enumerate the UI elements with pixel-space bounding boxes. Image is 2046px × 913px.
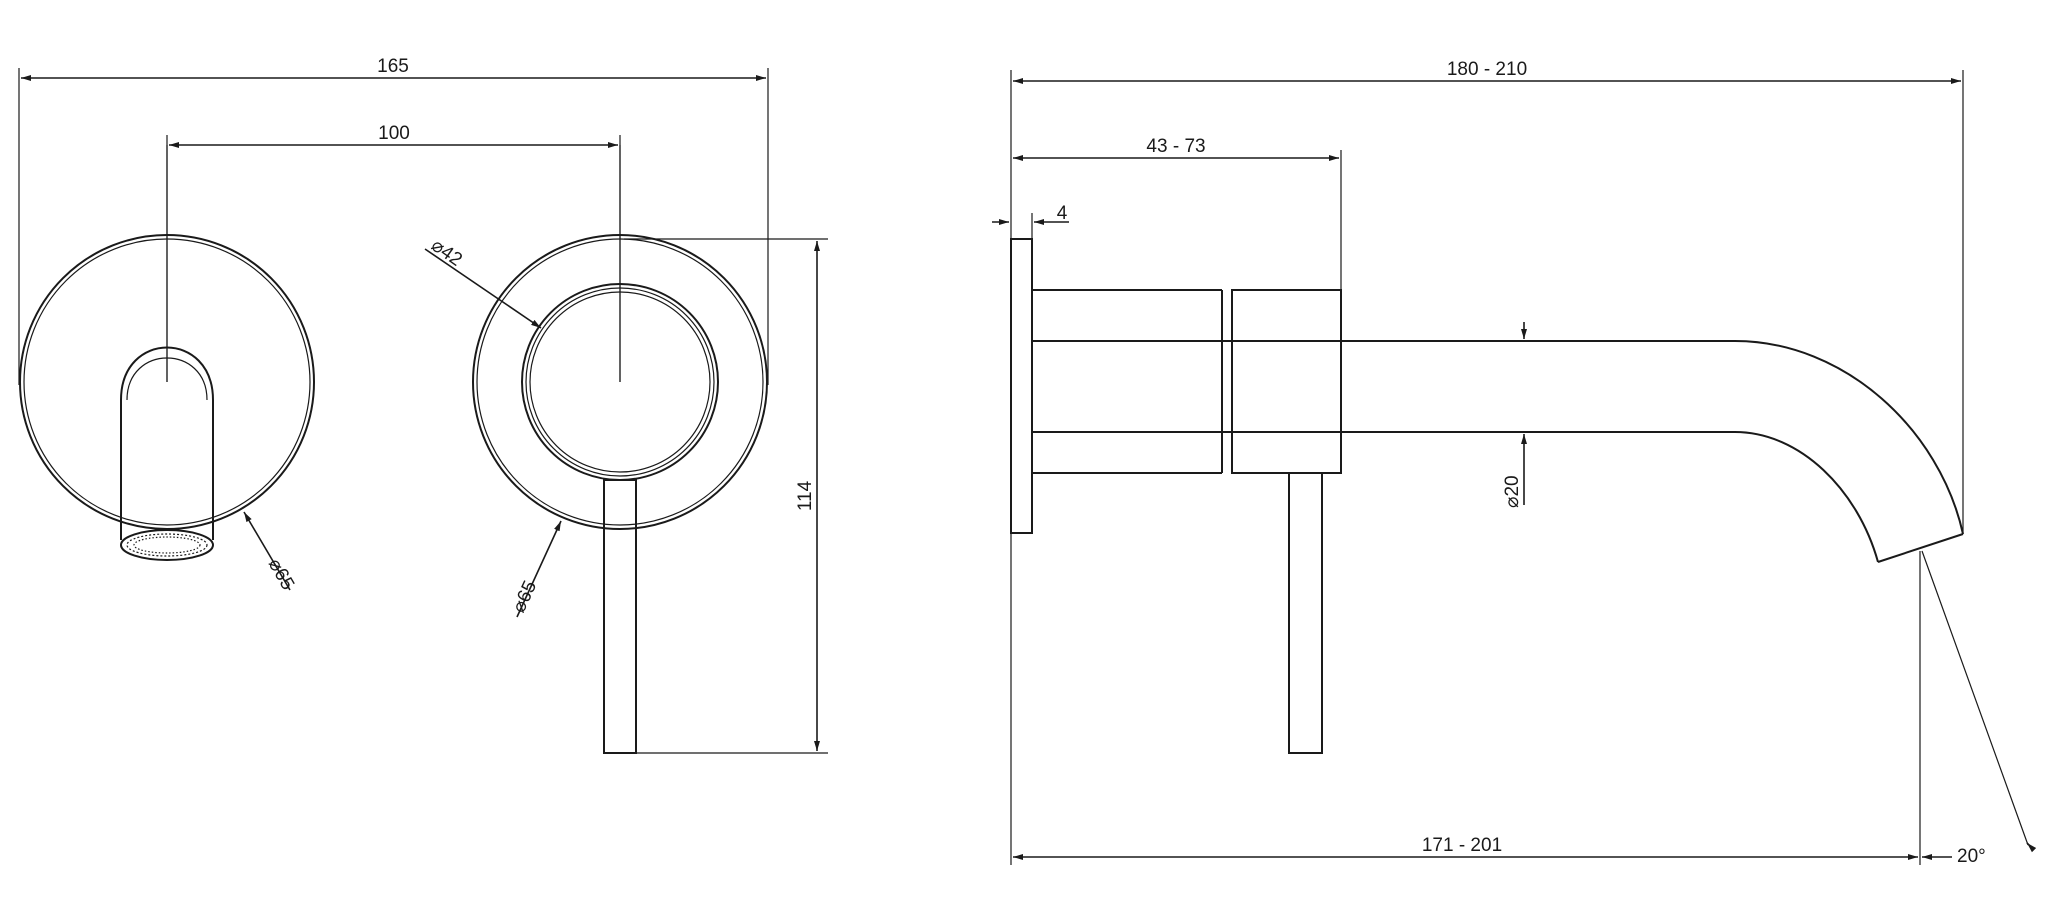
dim-label-114: 114 [795, 480, 816, 511]
dim-label-165: 165 [377, 56, 409, 77]
lever-handle-side [1288, 472, 1323, 754]
dim-label-lever-plate: ⌀65 [508, 578, 541, 616]
dimension-spout-20: ⌀20 [1502, 322, 1527, 508]
valve-body-side [1032, 289, 1342, 474]
dimension-knob-42: ⌀42 [424, 235, 542, 329]
spout-side [1032, 340, 1964, 563]
dim-label-spout-plate: ⌀65 [264, 555, 298, 594]
dimension-projection-180-210: 180 - 210 [1010, 59, 1964, 534]
lever-handle-front [603, 479, 637, 754]
dim-label-20-deg: 20° [1957, 846, 1986, 867]
wall-plate-side [1010, 238, 1033, 534]
dimension-body-43-73: 43 - 73 [1013, 136, 1342, 290]
dim-value-spout: 20 [1502, 475, 1523, 496]
dimension-lever-plate-65: ⌀65 [508, 520, 562, 618]
dim-label-43-73: 43 - 73 [1146, 136, 1205, 157]
dim-label-knob: ⌀42 [427, 235, 466, 271]
dimension-reach-171-201: 171 - 201 [1010, 533, 1921, 865]
side-view: 180 - 210 43 - 73 4 ⌀20 17 [992, 59, 2037, 867]
dimension-width-165: 165 [18, 56, 769, 385]
dim-label-4: 4 [1057, 203, 1068, 224]
dim-label-171-201: 171 - 201 [1422, 835, 1502, 856]
dim-label-180-210: 180 - 210 [1447, 59, 1527, 80]
diameter-symbol: ⌀ [1502, 497, 1523, 508]
front-view: 165 100 ⌀65 [18, 56, 828, 754]
dimension-spout-plate-65: ⌀65 [243, 511, 298, 594]
spout-body-front [120, 145, 214, 561]
dim-label-100: 100 [378, 123, 410, 144]
dimension-angle-20: 20° [1921, 550, 2037, 867]
dimension-plate-4: 4 [992, 203, 1069, 239]
dim-label-spout: ⌀20 [1502, 475, 1523, 508]
dimension-height-114: 114 [624, 238, 828, 754]
lever-knob-front [521, 145, 719, 481]
